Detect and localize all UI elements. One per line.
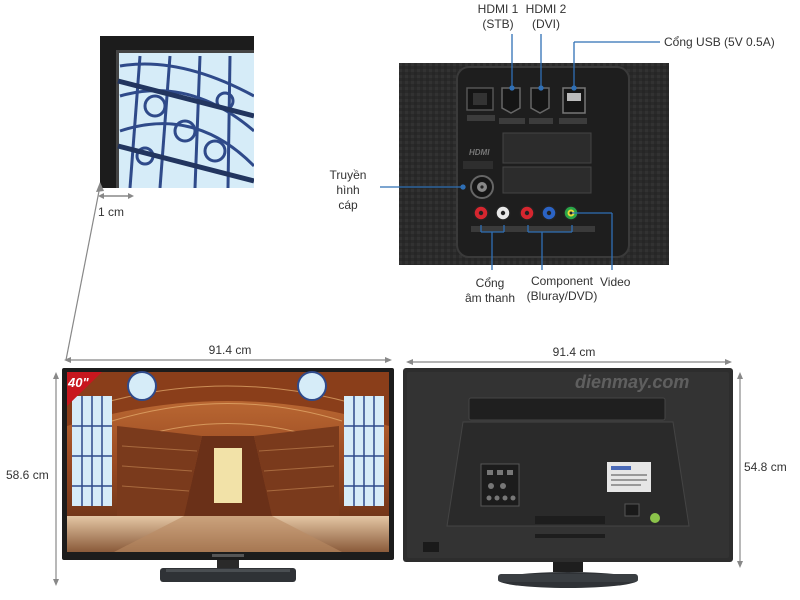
front-width-label: 91.4 cm bbox=[208, 343, 252, 357]
bezel-width-label: 1 cm bbox=[98, 205, 125, 219]
port-callout-lines bbox=[380, 34, 660, 270]
back-width-label: 91.4 cm bbox=[552, 345, 596, 359]
hdmi2-sub: (DVI) bbox=[532, 17, 560, 31]
audio-label: Cổng âm thanh bbox=[460, 276, 520, 306]
audio-line2: âm thanh bbox=[464, 291, 516, 305]
cable-tv-line2: hình bbox=[336, 183, 360, 197]
hdmi-logo: HDMI bbox=[469, 148, 490, 157]
back-width-arrow bbox=[406, 359, 732, 365]
component-line1: Component bbox=[530, 274, 594, 288]
front-width-arrow bbox=[64, 357, 392, 363]
hdmi1-label: HDMI 1 (STB) bbox=[476, 2, 520, 32]
usb-label: Cổng USB (5V 0.5A) bbox=[664, 35, 775, 49]
watermark: dienmay.com bbox=[575, 372, 690, 392]
front-height-arrow bbox=[53, 372, 59, 586]
back-height-label: 54.8 cm bbox=[744, 460, 787, 474]
cable-tv-line1: Truyền bbox=[329, 168, 367, 182]
hdmi1-sub: (STB) bbox=[482, 17, 514, 31]
video-label: Video bbox=[600, 275, 631, 289]
cable-tv-line3: cáp bbox=[338, 198, 358, 212]
zoom-indicator-line bbox=[65, 182, 104, 361]
back-height-arrow bbox=[737, 372, 743, 568]
cable-tv-label: Truyền hình cáp bbox=[325, 168, 371, 213]
component-label: Component (Bluray/DVD) bbox=[514, 274, 610, 304]
ports-panel: HDMI bbox=[399, 63, 669, 265]
screen-size-badge: 40" bbox=[68, 375, 89, 390]
audio-line1: Cổng bbox=[475, 276, 505, 290]
front-height-label: 58.6 cm bbox=[6, 468, 49, 482]
bezel-width-arrow bbox=[98, 193, 134, 199]
hdmi2-name: HDMI 2 bbox=[525, 2, 567, 16]
component-line2: (Bluray/DVD) bbox=[526, 289, 598, 303]
tv-back: dienmay.com bbox=[403, 366, 733, 592]
bezel-closeup bbox=[100, 36, 254, 188]
hdmi1-name: HDMI 1 bbox=[477, 2, 519, 16]
hdmi2-label: HDMI 2 (DVI) bbox=[522, 2, 570, 32]
tv-front: 40" bbox=[62, 366, 394, 586]
